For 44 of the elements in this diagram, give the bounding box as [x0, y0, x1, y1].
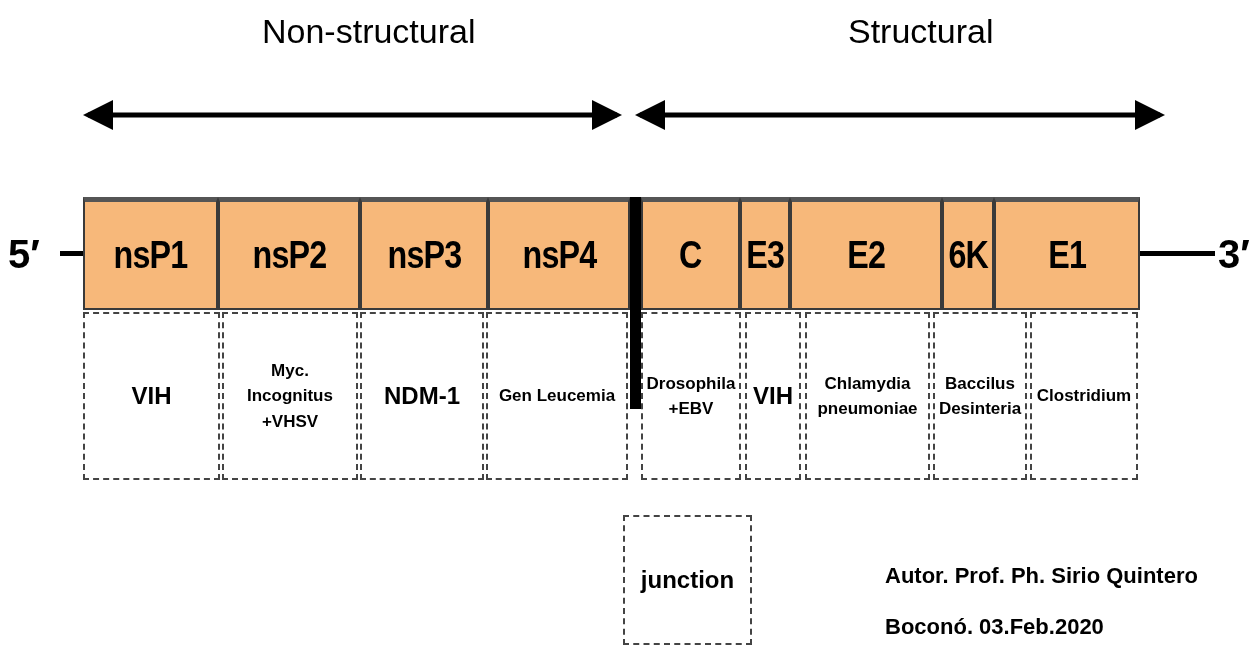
- strand-end-label: 5′: [8, 232, 40, 277]
- gene-segment-box: [740, 197, 790, 310]
- annotation-text: Myc. Incognitus +VHSV: [246, 359, 334, 433]
- gene-label: E1: [1048, 233, 1086, 277]
- gene-segment-box: [641, 197, 740, 310]
- annotation-box: [222, 312, 358, 480]
- section-heading: Structural: [848, 12, 994, 51]
- annotation-text: Drosophila +EBV: [645, 372, 737, 420]
- gene-label: 6K: [948, 233, 988, 277]
- annotation-box: [486, 312, 628, 480]
- annotation-text: Clostridium: [1035, 385, 1133, 408]
- annotation-text: NDM-1: [383, 381, 461, 411]
- annotation-text: Chlamydia pneumoniae: [816, 372, 919, 420]
- annotation-text: Gen Leucemia: [497, 385, 617, 408]
- section-heading: Non-structural: [262, 12, 476, 51]
- gene-segment-box: [942, 197, 994, 310]
- gene-label: nsP1: [113, 233, 188, 277]
- gene-label: E2: [847, 233, 885, 277]
- annotation-text: VIH: [752, 381, 794, 411]
- gene-label: E3: [746, 233, 784, 277]
- annotation-box: [933, 312, 1027, 480]
- annotation-box: [641, 312, 741, 480]
- gene-label: C: [679, 233, 702, 277]
- gene-label: nsP3: [387, 233, 461, 277]
- annotation-text: VIH: [130, 381, 173, 411]
- gene-segment-box: [790, 197, 942, 310]
- gene-label: nsP2: [252, 233, 326, 277]
- gene-segment-box: [488, 197, 630, 310]
- gene-segment-box: [83, 197, 218, 310]
- strand-end-label: 3′: [1218, 232, 1250, 277]
- gene-segment-box: [218, 197, 360, 310]
- date-note: Boconó. 03.Feb.2020: [885, 614, 1104, 640]
- annotation-box: [360, 312, 484, 480]
- gene-segment-box: [994, 197, 1140, 310]
- annotation-box: [83, 312, 220, 480]
- annotation-text: junction: [639, 565, 736, 595]
- annotation-box: [1030, 312, 1138, 480]
- annotation-text: Baccilus Desinteria: [937, 372, 1023, 420]
- junction-box: [623, 515, 752, 645]
- annotation-box: [745, 312, 801, 480]
- author-note: Autor. Prof. Ph. Sirio Quintero: [885, 563, 1198, 589]
- gene-label: nsP4: [522, 233, 596, 277]
- annotation-box: [805, 312, 930, 480]
- gene-segment-box: [360, 197, 488, 310]
